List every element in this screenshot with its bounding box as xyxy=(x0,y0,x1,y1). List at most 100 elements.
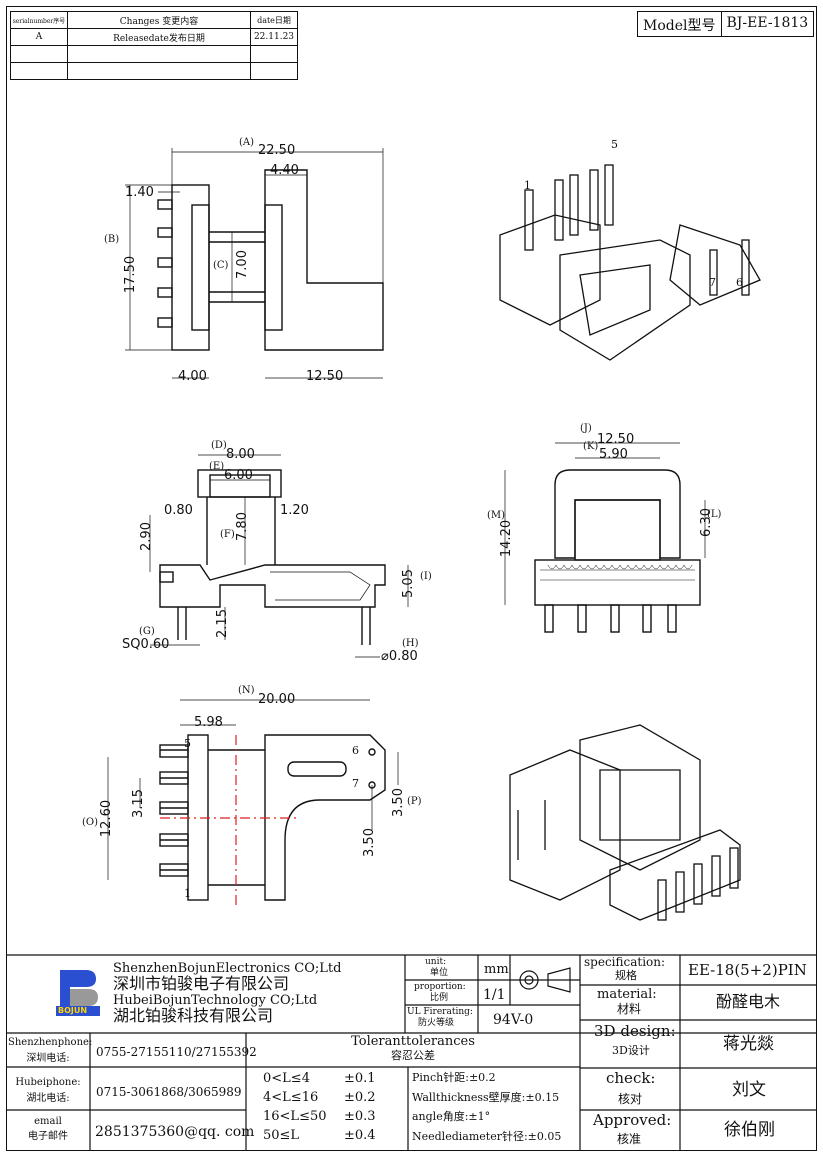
contact-label-en-1: Shenzhenphone: xyxy=(8,1037,93,1048)
tol-value-3: ±0.3 xyxy=(344,1109,376,1124)
bottom-pin-6: 6 xyxy=(352,744,359,757)
rev-date xyxy=(250,62,298,80)
ul-label-cn: 防火等级 xyxy=(418,1018,455,1028)
dim-P: 3.50 xyxy=(390,788,406,817)
company-cn-2: 湖北铂骏科技有限公司 xyxy=(113,1006,274,1025)
revision-table: serialnumber序号 Changes 变更内容 date日期 A Rel… xyxy=(10,11,298,80)
iso-pin-7: 7 xyxy=(709,276,716,289)
check-label-cn: 核对 xyxy=(618,1092,643,1106)
dim-D-label: (D) xyxy=(211,440,227,451)
model-value: BJ-EE-1813 xyxy=(726,15,809,31)
dim-I: 5.05 xyxy=(400,569,416,598)
tol-range-2: 4<L≤16 xyxy=(263,1090,319,1105)
company-logo: BOJUN xyxy=(56,968,100,1016)
dim-O: 12.60 xyxy=(99,799,115,838)
dim-B-label: (B) xyxy=(104,234,120,245)
contact-label-cn-3: 电子邮件 xyxy=(28,1131,68,1142)
tol-range-3: 16<L≤50 xyxy=(263,1109,327,1124)
contact-value-2: 0715-3061868/3065989 xyxy=(96,1085,242,1099)
dim-I-label: (I) xyxy=(420,571,432,582)
unit-value: mm xyxy=(484,962,509,977)
dim-top-left: 2.90 xyxy=(138,522,154,551)
top-view-left-flange xyxy=(157,184,265,351)
dim-pitch-x: 5.98 xyxy=(194,715,223,730)
dim-pitch: 3.15 xyxy=(130,789,146,818)
contact-value-1: 0755-27155110/27155392 xyxy=(96,1045,257,1059)
model-box: Model型号 BJ-EE-1813 xyxy=(637,11,815,37)
dim-F-label: (F) xyxy=(220,529,235,540)
tolerance-title: Toleranttolerances xyxy=(351,1034,475,1049)
bottom-view xyxy=(159,734,386,901)
contact-value-3: 2851375360@qq. com xyxy=(95,1124,255,1140)
dim-G-label: (G) xyxy=(139,626,155,637)
proportion-value: 1/1 xyxy=(483,987,506,1003)
spec-value: EE-18(5+2)PIN xyxy=(688,961,807,979)
dim-right-wall: 1.20 xyxy=(280,503,309,518)
bottom-pin-1: 1 xyxy=(184,887,191,900)
approved-value: 徐伯刚 xyxy=(724,1120,775,1140)
dim-J-label: (J) xyxy=(580,423,592,434)
contact-label-en-2: Hubeiphone: xyxy=(15,1077,81,1088)
dim-bottom-left: 4.00 xyxy=(178,369,207,384)
dim-D: 8.00 xyxy=(226,447,255,462)
title-block-grid xyxy=(6,954,817,1151)
ul-label: UL Firerating: xyxy=(407,1007,473,1017)
bottom-pin-7: 7 xyxy=(352,777,359,790)
company-en-1: ShenzhenBojunElectronics CO;Ltd xyxy=(113,961,342,976)
side-view xyxy=(534,469,701,633)
design-value: 蒋光燚 xyxy=(723,1034,774,1054)
dim-G: SQ0.60 xyxy=(122,637,170,652)
approved-label: Approved: xyxy=(593,1111,672,1129)
material-value: 酚醛电木 xyxy=(716,992,781,1011)
drawing-frame xyxy=(6,6,817,1151)
front-view xyxy=(159,469,386,645)
dim-H-label: (H) xyxy=(402,638,419,649)
other-tol-3: angle角度:±1° xyxy=(412,1110,491,1123)
design-label-cn: 3D设计 xyxy=(612,1044,650,1057)
check-value: 刘文 xyxy=(732,1080,766,1100)
material-label: material: xyxy=(597,987,657,1002)
dim-H: ⌀0.80 xyxy=(381,649,418,664)
dim-F: 7.80 xyxy=(234,512,250,541)
contact-label-cn-1: 深圳电话: xyxy=(26,1053,70,1064)
dim-left-wall: 0.80 xyxy=(164,503,193,518)
dim-O-label: (O) xyxy=(82,817,99,828)
dim-E: 6.00 xyxy=(224,468,253,483)
ul-value: 94V-0 xyxy=(493,1012,534,1028)
other-tol-2: Wallthickness壁厚度:±0.15 xyxy=(412,1091,560,1104)
spec-label-cn: 规格 xyxy=(615,969,637,982)
dim-K: 5.90 xyxy=(599,447,628,462)
proportion-label: proportion: xyxy=(414,982,466,992)
proportion-label-cn: 比例 xyxy=(430,993,449,1003)
unit-label-cn: 单位 xyxy=(430,968,449,978)
dim-C: 7.00 xyxy=(234,250,250,279)
design-label: 3D design: xyxy=(594,1022,676,1040)
dim-left-top: 1.40 xyxy=(125,185,154,200)
dim-N: 20.00 xyxy=(258,692,296,707)
dim-L-label: (L) xyxy=(707,509,722,520)
dim-A: 22.50 xyxy=(258,143,296,158)
iso-top xyxy=(499,164,761,361)
iso-bottom xyxy=(509,724,741,921)
dim-J: 12.50 xyxy=(597,432,635,447)
dim-M-label: (M) xyxy=(487,510,506,521)
contact-label-en-3: email xyxy=(34,1116,62,1127)
dim-right-top: 4.40 xyxy=(270,163,299,178)
spec-label: specification: xyxy=(584,955,666,969)
company-en-2: HubeiBojunTechnology CO;Ltd xyxy=(113,993,318,1008)
bottom-view-centerlines xyxy=(160,735,300,905)
dim-pin-len: 2.15 xyxy=(214,609,230,638)
tol-range-1: 0<L≤4 xyxy=(263,1071,310,1086)
dim-E-label: (E) xyxy=(209,461,225,472)
iso-pin-6: 6 xyxy=(736,276,743,289)
company-cn-1: 深圳市铂骏电子有限公司 xyxy=(113,974,290,993)
iso-pin-1: 1 xyxy=(524,179,531,192)
model-label: Model型号 xyxy=(638,12,722,36)
tol-value-2: ±0.2 xyxy=(344,1090,376,1105)
material-label-cn: 材料 xyxy=(617,1002,642,1016)
bottom-pin-5: 5 xyxy=(184,737,191,750)
tolerance-title-cn: 容忍公差 xyxy=(391,1049,435,1062)
top-view-right-flange xyxy=(264,169,384,351)
dim-M: 14.20 xyxy=(499,519,515,558)
